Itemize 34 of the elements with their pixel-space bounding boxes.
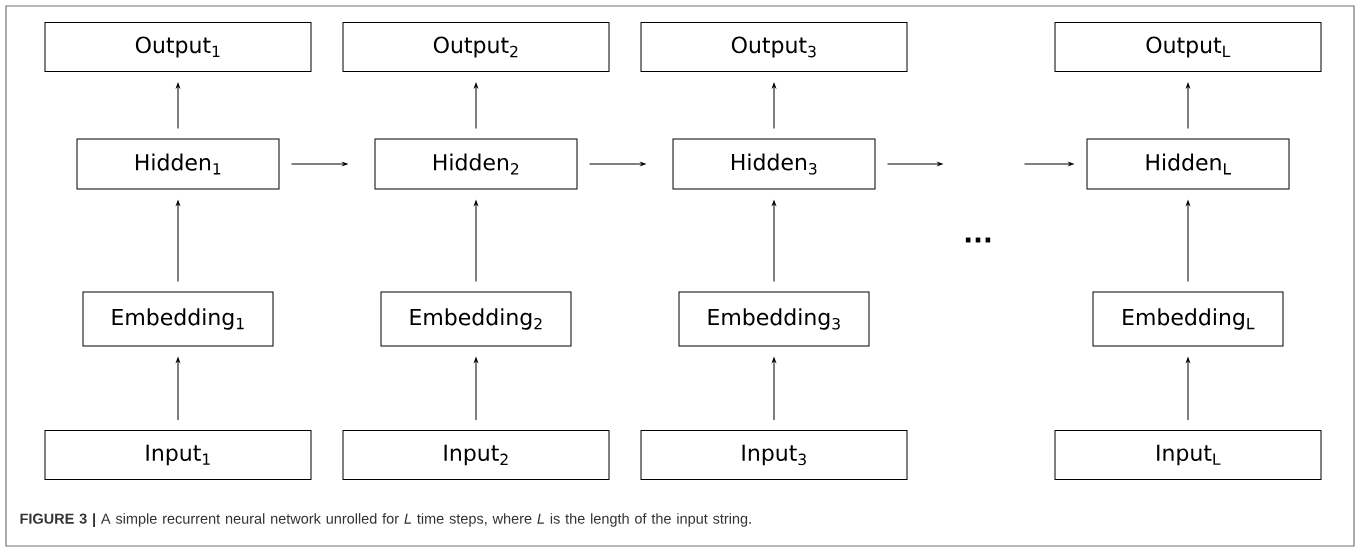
text-box: Output$_{2}$	[342, 22, 610, 72]
figure-caption: FIGURE 3 | A simple recurrent neural network unrolled for L time steps, where L is the length of the input string.	[20, 513, 751, 527]
arrow	[474, 83, 478, 129]
arrow	[1024, 162, 1074, 166]
text-box: Input$_{3}$	[640, 430, 908, 480]
arrow	[474, 357, 478, 421]
arrow	[176, 83, 180, 129]
arrow	[1186, 200, 1190, 282]
text-box: Embedding$_{2}$	[380, 291, 572, 347]
text-box: Hidden$_{1}$	[76, 138, 280, 190]
text-box: Hidden$_{2}$	[374, 138, 578, 190]
text-box: Output$_{3}$	[640, 22, 908, 72]
text-box: Embedding$_{L}$	[1092, 291, 1284, 347]
arrow	[176, 200, 180, 282]
arrow	[589, 162, 646, 166]
text-box: Input$_{2}$	[342, 430, 610, 480]
arrow	[772, 200, 776, 282]
arrow	[291, 162, 348, 166]
text-box: Hidden$_{L}$	[1086, 138, 1290, 190]
text-box: Embedding$_{1}$	[82, 291, 274, 347]
ellipsis: ...	[965, 237, 991, 243]
text-box: Output$_{L}$	[1054, 22, 1322, 72]
arrow	[474, 200, 478, 282]
text-box: Output$_{1}$	[44, 22, 312, 72]
text-box: Input$_{L}$	[1054, 430, 1322, 480]
arrow	[176, 357, 180, 421]
text-box: Hidden$_{3}$	[672, 138, 876, 190]
arrow	[1186, 357, 1190, 421]
arrow	[887, 162, 943, 166]
text-box: Embedding$_{3}$	[678, 291, 870, 347]
text-box: Input$_{1}$	[44, 430, 312, 480]
arrow	[772, 83, 776, 129]
arrow	[772, 357, 776, 421]
arrow	[1186, 83, 1190, 129]
